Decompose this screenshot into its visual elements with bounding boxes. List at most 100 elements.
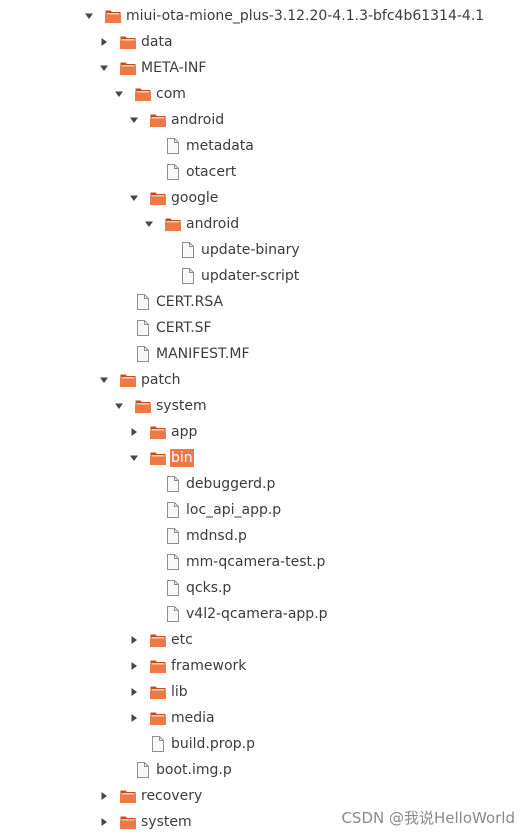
- file-icon: [164, 163, 182, 181]
- tree-item-label: otacert: [186, 164, 237, 180]
- expanded-triangle-icon[interactable]: [113, 88, 125, 100]
- file-icon: [164, 475, 182, 493]
- tree-row[interactable]: update-binary: [0, 237, 529, 263]
- tree-item-label: google: [171, 190, 219, 206]
- tree-row[interactable]: bin: [0, 445, 529, 471]
- tree-row[interactable]: framework: [0, 653, 529, 679]
- collapsed-triangle-icon[interactable]: [98, 790, 110, 802]
- file-icon: [134, 319, 152, 337]
- tree-item-label: android: [186, 216, 240, 232]
- tree-row[interactable]: CERT.SF: [0, 315, 529, 341]
- folder-icon: [119, 813, 137, 831]
- folder-icon: [149, 111, 167, 129]
- tree-row[interactable]: system: [0, 809, 529, 835]
- collapsed-triangle-icon[interactable]: [128, 712, 140, 724]
- folder-icon: [119, 33, 137, 51]
- tree-row[interactable]: loc_api_app.p: [0, 497, 529, 523]
- folder-icon: [149, 657, 167, 675]
- folder-icon: [149, 423, 167, 441]
- tree-row[interactable]: miui-ota-mione_plus-3.12.20-4.1.3-bfc4b6…: [0, 3, 529, 29]
- tree-row[interactable]: media: [0, 705, 529, 731]
- tree-row[interactable]: metadata: [0, 133, 529, 159]
- tree-row[interactable]: mdnsd.p: [0, 523, 529, 549]
- expanded-triangle-icon[interactable]: [128, 452, 140, 464]
- expanded-triangle-icon[interactable]: [83, 10, 95, 22]
- tree-item-label: framework: [171, 658, 247, 674]
- tree-item-label: v4l2-qcamera-app.p: [186, 606, 328, 622]
- tree-item-label: boot.img.p: [156, 762, 232, 778]
- tree-item-label: media: [171, 710, 215, 726]
- tree-item-label: system: [156, 398, 207, 414]
- tree-item-label: data: [141, 34, 173, 50]
- tree-row[interactable]: boot.img.p: [0, 757, 529, 783]
- collapsed-triangle-icon[interactable]: [128, 426, 140, 438]
- tree-item-label: com: [156, 86, 186, 102]
- file-icon: [164, 553, 182, 571]
- folder-icon: [104, 7, 122, 25]
- tree-item-label: META-INF: [141, 60, 207, 76]
- tree-item-label: metadata: [186, 138, 254, 154]
- tree-row[interactable]: CERT.RSA: [0, 289, 529, 315]
- tree-item-label: qcks.p: [186, 580, 232, 596]
- tree-row[interactable]: v4l2-qcamera-app.p: [0, 601, 529, 627]
- collapsed-triangle-icon[interactable]: [98, 816, 110, 828]
- tree-item-label: build.prop.p: [171, 736, 255, 752]
- file-icon: [179, 267, 197, 285]
- tree-row[interactable]: patch: [0, 367, 529, 393]
- tree-row[interactable]: mm-qcamera-test.p: [0, 549, 529, 575]
- tree-item-label: loc_api_app.p: [186, 502, 282, 518]
- tree-row[interactable]: META-INF: [0, 55, 529, 81]
- tree-item-label: mm-qcamera-test.p: [186, 554, 326, 570]
- expanded-triangle-icon[interactable]: [98, 374, 110, 386]
- folder-icon: [119, 371, 137, 389]
- tree-item-label: debuggerd.p: [186, 476, 276, 492]
- tree-row[interactable]: android: [0, 211, 529, 237]
- folder-icon: [149, 709, 167, 727]
- tree-row[interactable]: system: [0, 393, 529, 419]
- tree-row[interactable]: google: [0, 185, 529, 211]
- tree-row[interactable]: android: [0, 107, 529, 133]
- tree-row[interactable]: etc: [0, 627, 529, 653]
- collapsed-triangle-icon[interactable]: [98, 36, 110, 48]
- expanded-triangle-icon[interactable]: [128, 114, 140, 126]
- folder-icon: [119, 787, 137, 805]
- tree-item-label: CERT.RSA: [156, 294, 224, 310]
- expanded-triangle-icon[interactable]: [128, 192, 140, 204]
- collapsed-triangle-icon[interactable]: [128, 660, 140, 672]
- collapsed-triangle-icon[interactable]: [128, 686, 140, 698]
- folder-icon: [149, 683, 167, 701]
- tree-item-label: lib: [171, 684, 188, 700]
- tree-row[interactable]: com: [0, 81, 529, 107]
- tree-item-label: system: [141, 814, 192, 830]
- folder-icon: [134, 85, 152, 103]
- tree-row[interactable]: otacert: [0, 159, 529, 185]
- collapsed-triangle-icon[interactable]: [128, 634, 140, 646]
- tree-row[interactable]: debuggerd.p: [0, 471, 529, 497]
- tree-item-label: updater-script: [201, 268, 300, 284]
- tree-item-label: android: [171, 112, 225, 128]
- tree-row[interactable]: MANIFEST.MF: [0, 341, 529, 367]
- tree-row[interactable]: recovery: [0, 783, 529, 809]
- file-icon: [164, 137, 182, 155]
- file-icon: [164, 501, 182, 519]
- folder-icon: [119, 59, 137, 77]
- expanded-triangle-icon[interactable]: [113, 400, 125, 412]
- tree-row[interactable]: app: [0, 419, 529, 445]
- tree-row[interactable]: lib: [0, 679, 529, 705]
- file-icon: [164, 527, 182, 545]
- tree-item-label: recovery: [141, 788, 203, 804]
- tree-row[interactable]: build.prop.p: [0, 731, 529, 757]
- file-icon: [164, 579, 182, 597]
- tree-item-label: MANIFEST.MF: [156, 346, 250, 362]
- tree-row[interactable]: qcks.p: [0, 575, 529, 601]
- tree-row[interactable]: data: [0, 29, 529, 55]
- tree-item-label: app: [171, 424, 198, 440]
- folder-icon: [149, 449, 167, 467]
- folder-icon: [149, 631, 167, 649]
- expanded-triangle-icon[interactable]: [143, 218, 155, 230]
- file-icon: [134, 761, 152, 779]
- expanded-triangle-icon[interactable]: [98, 62, 110, 74]
- tree-row[interactable]: updater-script: [0, 263, 529, 289]
- tree-item-label: etc: [171, 632, 193, 648]
